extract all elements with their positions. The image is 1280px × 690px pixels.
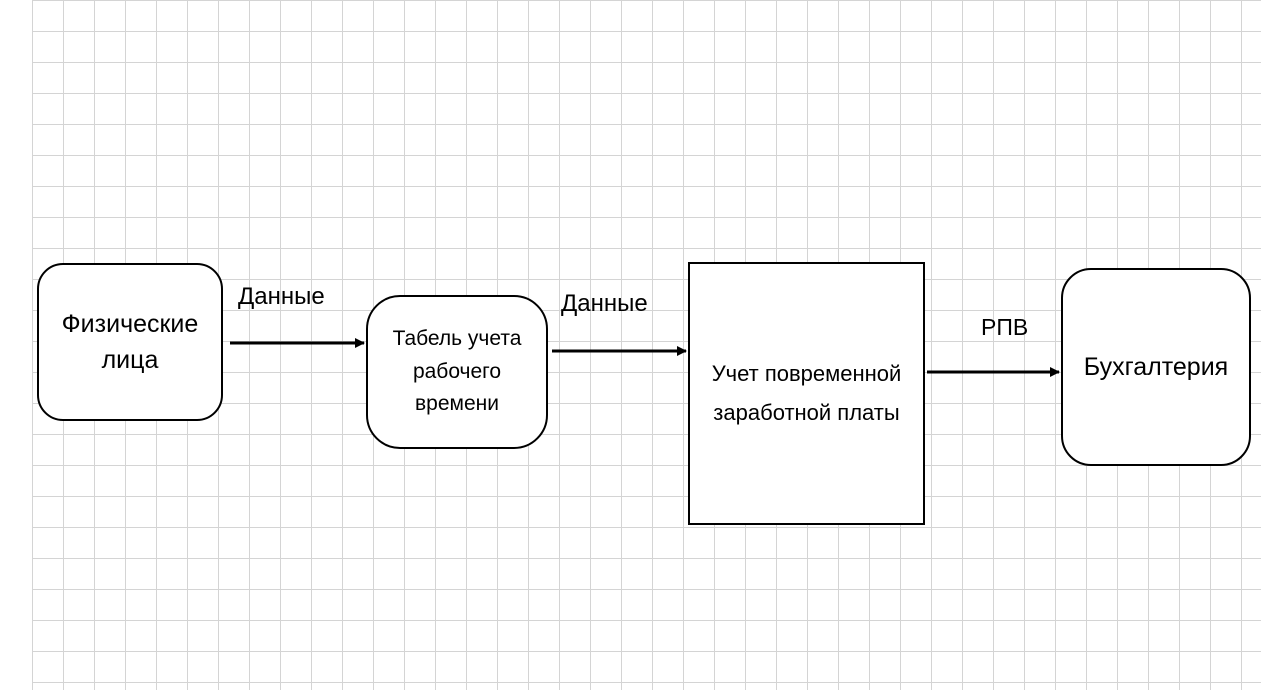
edge-label-rpv: РПВ bbox=[981, 314, 1029, 340]
node-accounting-label: Бухгалтерия bbox=[1083, 352, 1229, 381]
node-payroll-process[interactable]: Учет повременной заработной платы bbox=[688, 262, 925, 525]
node-physical-persons-label: Физические лица bbox=[61, 309, 199, 374]
node-payroll-process-label: Учет повременной заработной платы bbox=[711, 361, 902, 425]
node-physical-persons[interactable]: Физические лица bbox=[37, 263, 223, 421]
edge-label-data-1: Данные bbox=[238, 283, 325, 310]
node-accounting[interactable]: Бухгалтерия bbox=[1061, 268, 1251, 466]
grid-background bbox=[32, 0, 1261, 690]
node-timesheet-label: Табель учета рабочего времени bbox=[392, 327, 522, 416]
edge-label-data-2: Данные bbox=[561, 290, 648, 317]
node-timesheet[interactable]: Табель учета рабочего времени bbox=[366, 295, 548, 449]
